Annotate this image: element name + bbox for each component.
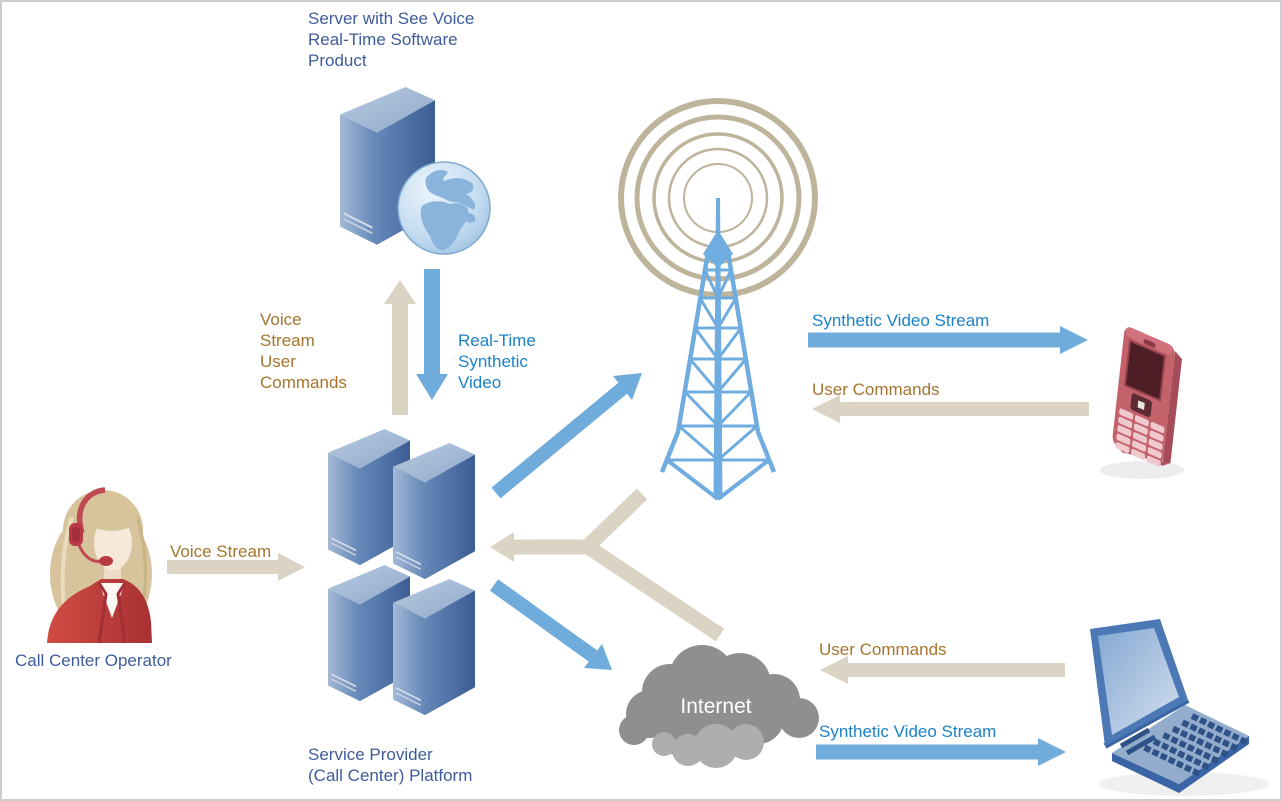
tower-lattice <box>659 198 777 501</box>
phone-screen <box>1124 339 1167 402</box>
arrow-user-commands-from-laptop <box>820 656 1065 684</box>
voice-stream-label: Voice Stream <box>170 542 272 561</box>
user-commands-bottom-label: User Commands <box>819 640 947 659</box>
arrow-platform-to-tower <box>491 373 642 499</box>
arrow-tower-internet-to-platform-fork <box>490 488 725 642</box>
platform-node-label: Service Provider (Call Center) Platform <box>308 745 473 786</box>
synthetic-video-stream-bottom-label: Synthetic Video Stream <box>819 722 997 741</box>
headset-mic <box>99 556 113 566</box>
internet-cloud <box>619 645 819 768</box>
real-time-synthetic-video-label: Real-Time Synthetic Video <box>458 331 536 393</box>
server-tower <box>392 578 476 716</box>
laptop-display <box>1098 628 1179 735</box>
arrow-synthetic-video-stream-to-phone <box>808 326 1088 354</box>
server-node-label: Server with See Voice Real-Time Software… <box>308 9 475 71</box>
arrow-real-time-synthetic-video-down <box>416 269 448 400</box>
arrow-voice-stream-from-operator <box>167 553 305 581</box>
arrow-synthetic-video-stream-to-laptop <box>816 738 1066 766</box>
arrow-voice-stream-user-commands-up <box>384 280 416 415</box>
synthetic-video-stream-top-label: Synthetic Video Stream <box>812 311 990 330</box>
call-center-operator-label: Call Center Operator <box>15 651 172 670</box>
call-center-operator-icon <box>47 487 152 644</box>
operator-jacket <box>47 579 152 643</box>
arrow-platform-to-internet <box>489 579 612 670</box>
mobile-phone-icon <box>1100 327 1184 479</box>
server-cluster-icon <box>327 428 476 716</box>
phone-speaker <box>1143 339 1156 348</box>
voice-stream-user-commands-label: Voice Stream User Commands <box>260 310 347 393</box>
server-tower <box>392 442 476 580</box>
arrow-user-commands-from-phone <box>812 395 1089 423</box>
laptop-icon <box>1090 619 1269 796</box>
laptop-keyboard <box>1143 713 1249 777</box>
antenna-tower-icon <box>618 98 818 501</box>
user-commands-top-label: User Commands <box>812 380 940 399</box>
phone-keypad <box>1115 408 1165 467</box>
server-globe-icon <box>339 86 491 255</box>
headset-mic-arm <box>77 544 102 563</box>
internet-label: Internet <box>680 695 752 718</box>
